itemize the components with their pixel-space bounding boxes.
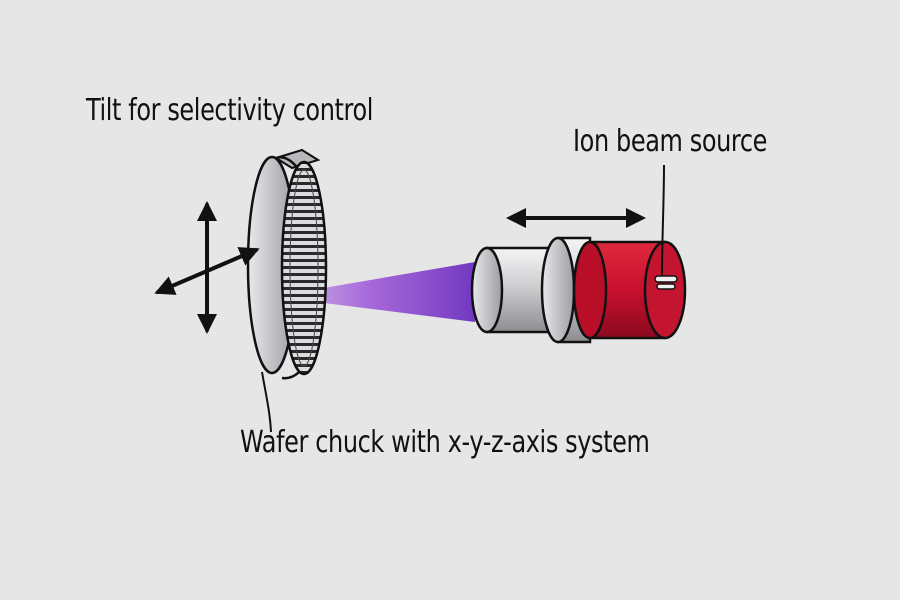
wafer-chuck-label: Wafer chuck with x-y-z-axis system [240, 425, 650, 460]
tilt-label: Tilt for selectivity control [86, 93, 374, 128]
ion-beam-source [470, 236, 687, 344]
wafer-chuck [246, 148, 328, 380]
ion-beam [300, 262, 475, 322]
leader-line-ion-source [661, 164, 665, 276]
source-end-cap [643, 240, 687, 340]
wafer-surface [280, 160, 328, 376]
leader-line-wafer-chuck [261, 371, 272, 433]
ion-beam-source-label: Ion beam source [573, 124, 768, 159]
four-way-arrow-icon [154, 201, 260, 334]
connector-icon [654, 275, 678, 290]
